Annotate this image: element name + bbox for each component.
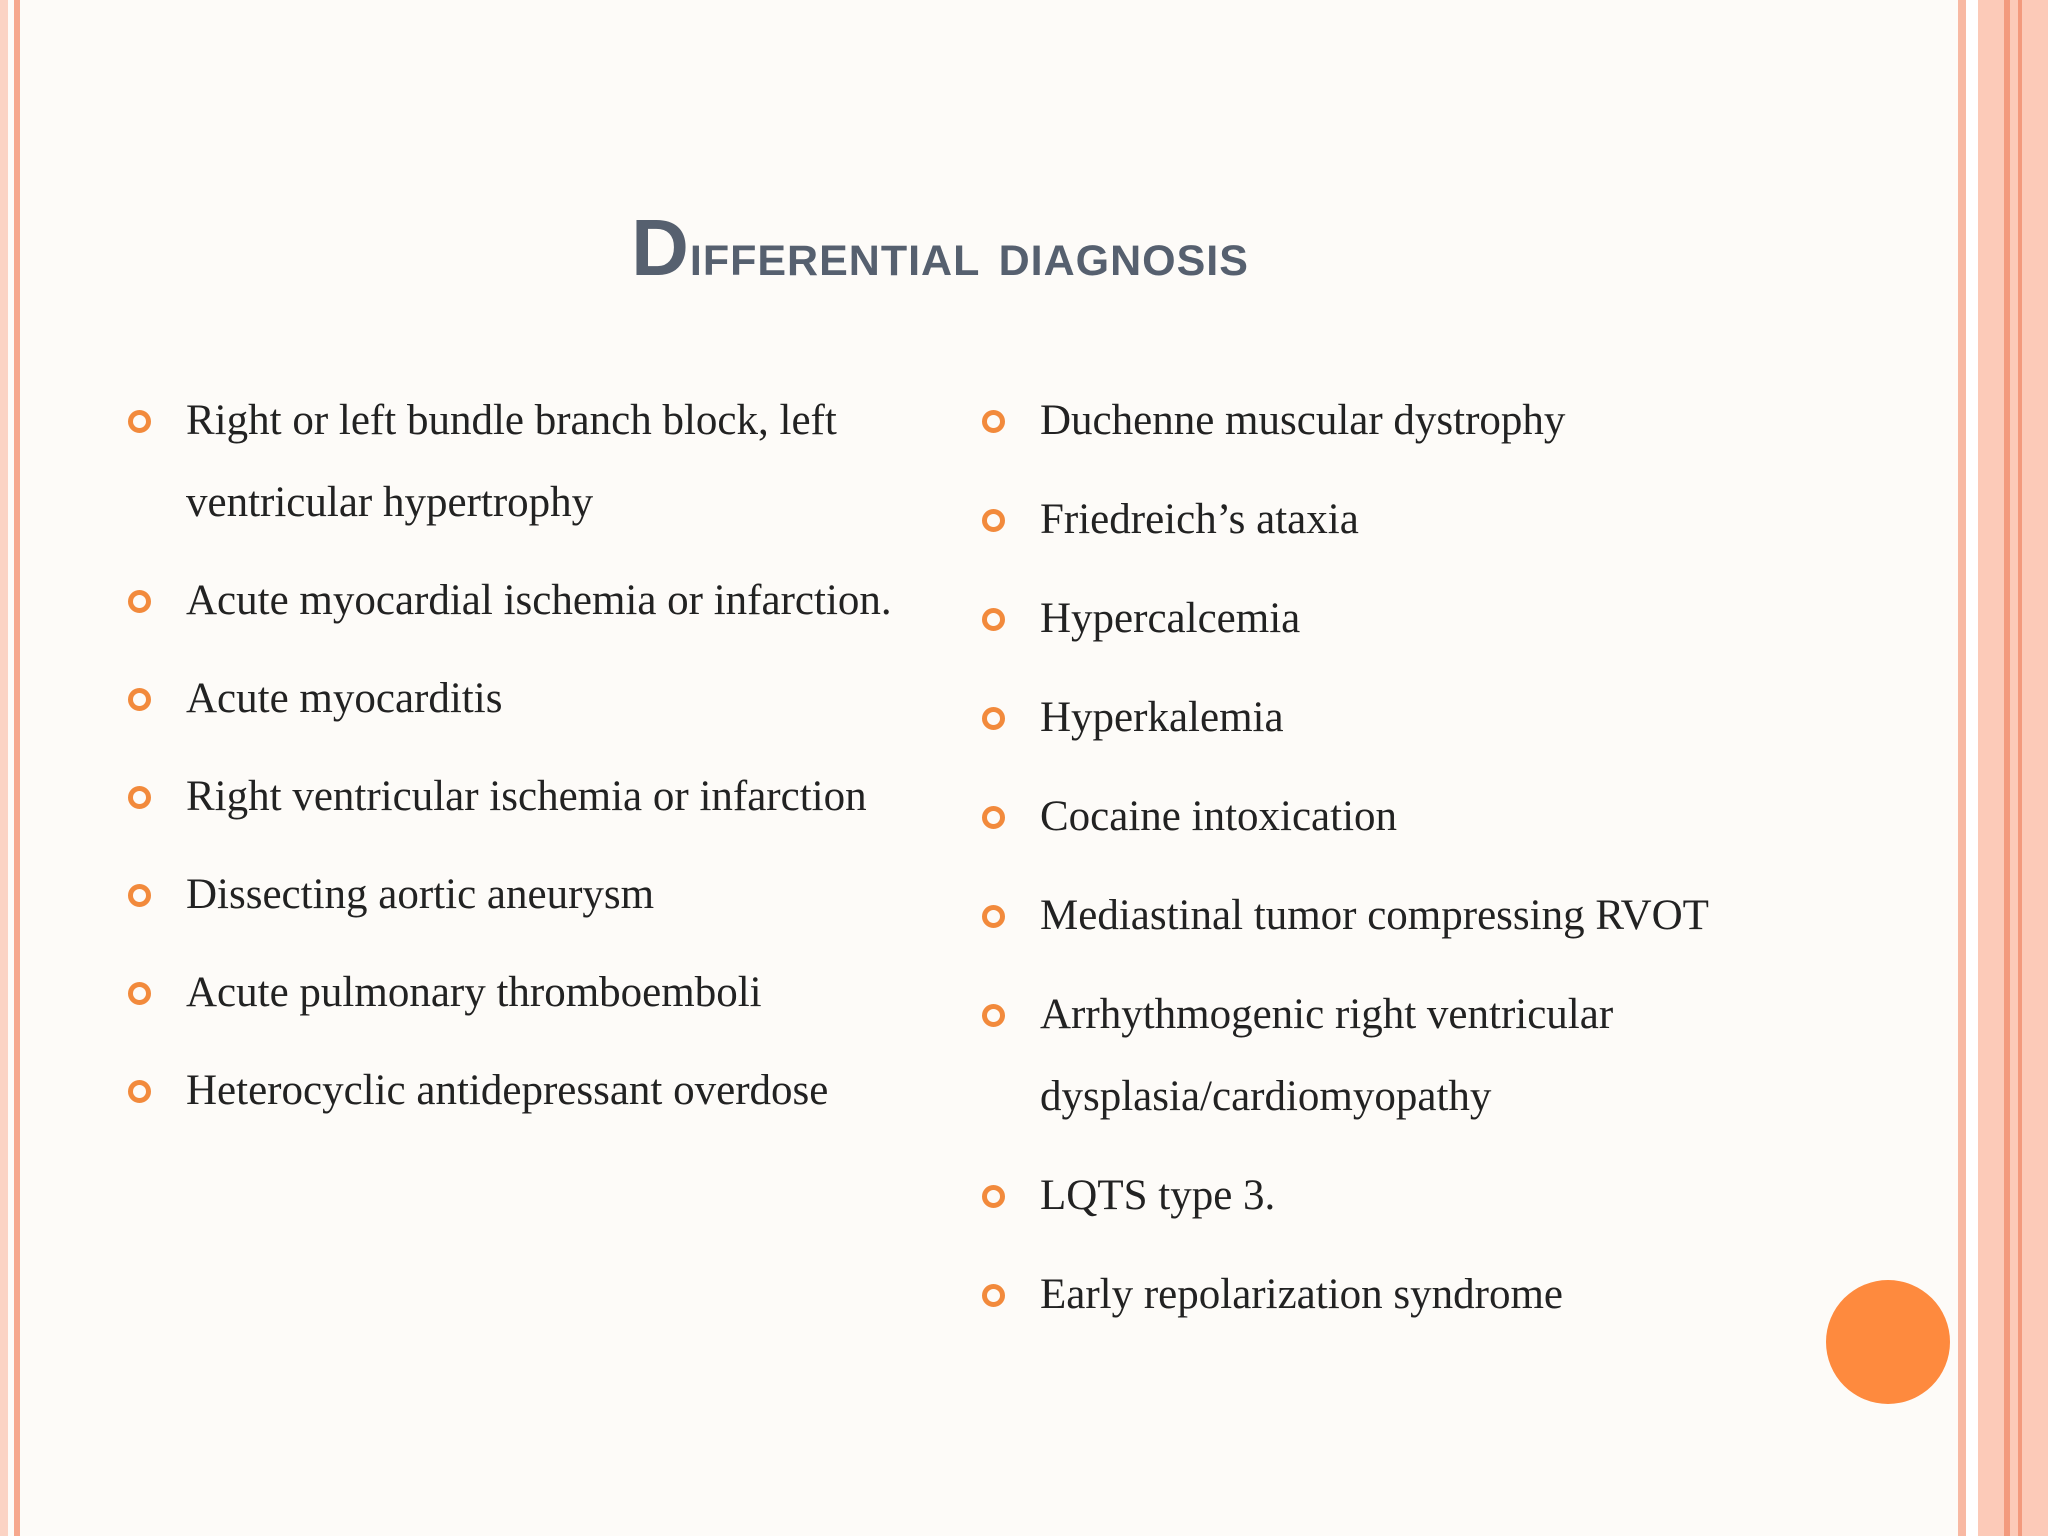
bullet-icon [982,1185,1005,1208]
right-border-stripe [1958,0,1966,1536]
left-border-stripe [14,0,20,1536]
list-item: Hypercalcemia [976,578,1876,660]
bullet-icon [982,1004,1005,1027]
list-item-text: Acute pulmonary thromboemboli [186,969,762,1016]
list-item-text: LQTS type 3. [1040,1172,1276,1219]
list-item: Cocaine intoxication [976,776,1876,858]
bullet-icon [982,905,1005,928]
list-item-text: Friedreich’s ataxia [1040,496,1359,543]
slide-title: Differential diagnosis [0,208,1880,288]
bullet-icon [982,1284,1005,1307]
bullet-icon [128,982,151,1005]
list-item-text: Hypercalcemia [1040,595,1301,642]
list-item: Heterocyclic antidepressant overdose [122,1050,902,1132]
right-border-stripe [1966,0,1978,1536]
bullet-icon [128,786,151,809]
right-border-stripe [1978,0,2048,1536]
list-item: Acute myocardial ischemia or infarction. [122,560,902,642]
decorative-orange-circle [1826,1280,1950,1404]
list-item-text: Right or left bundle branch block, left … [186,397,837,526]
list-item: Right ventricular ischemia or infarction [122,756,902,838]
list-item: Friedreich’s ataxia [976,479,1876,561]
list-item-text: Hyperkalemia [1040,694,1284,741]
list-item-text: Acute myocardial ischemia or infarction. [186,577,892,624]
left-bullet-list: Right or left bundle branch block, left … [122,380,902,1148]
list-item: Acute myocarditis [122,658,902,740]
bullet-icon [982,806,1005,829]
list-item-text: Mediastinal tumor compressing RVOT [1040,892,1709,939]
list-item-text: Cocaine intoxication [1040,793,1398,840]
title-rest: ifferential diagnosis [689,220,1249,289]
list-item: Duchenne muscular dystrophy [976,380,1876,462]
list-item: Right or left bundle branch block, left … [122,380,902,544]
bullet-icon [128,590,151,613]
right-border-stripe [2018,0,2022,1536]
list-item: Acute pulmonary thromboemboli [122,952,902,1034]
bullet-icon [982,410,1005,433]
list-item-text: Early repolarization syndrome [1040,1271,1563,1318]
title-initial: D [631,203,690,292]
bullet-icon [128,688,151,711]
list-item: Hyperkalemia [976,677,1876,759]
bullet-icon [982,608,1005,631]
list-item: Mediastinal tumor compressing RVOT [976,875,1876,957]
right-border-stripe [2004,0,2010,1536]
list-item-text: Heterocyclic antidepressant overdose [186,1067,829,1114]
left-border-stripe [0,0,8,1536]
list-item: Dissecting aortic aneurysm [122,854,902,936]
bullet-icon [128,410,151,433]
list-item: LQTS type 3. [976,1155,1876,1237]
bullet-icon [982,707,1005,730]
list-item-text: Acute myocarditis [186,675,503,722]
bullet-icon [128,884,151,907]
bullet-icon [982,509,1005,532]
list-item-text: Right ventricular ischemia or infarction [186,773,867,820]
bullet-icon [128,1080,151,1103]
right-bullet-list: Duchenne muscular dystrophy Friedreich’s… [976,380,1876,1353]
list-item: Arrhythmogenic right ventricular dysplas… [976,974,1876,1138]
list-item-text: Duchenne muscular dystrophy [1040,397,1566,444]
list-item-text: Arrhythmogenic right ventricular dysplas… [1040,991,1614,1120]
list-item: Early repolarization syndrome [976,1254,1876,1336]
list-item-text: Dissecting aortic aneurysm [186,871,655,918]
